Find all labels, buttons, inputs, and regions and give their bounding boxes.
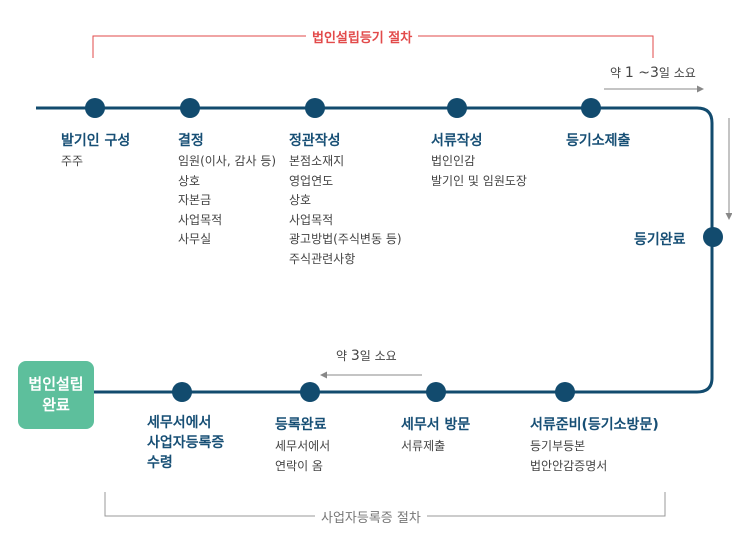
step-title-documents: 서류작성 [431, 133, 483, 149]
final-box-line2: 완료 [42, 396, 70, 414]
bottom-bracket-label: 사업자등록증 절차 [315, 507, 427, 526]
step-detail-item: 자본금 [178, 193, 212, 207]
step-detail-item: 등기부등본 [530, 439, 586, 453]
bottom-duration-arrowhead [320, 371, 327, 379]
bottom-duration-label: 약 3일 소요 [336, 347, 397, 364]
step-dot-receive-cert [172, 382, 192, 402]
duration-prefix: 약 [610, 66, 625, 80]
step-detail-item: 발기인 및 임원도장 [431, 173, 527, 188]
step-detail-item: 상호 [178, 173, 201, 188]
step-detail-item: 임원(이사, 감사 등) [178, 154, 277, 168]
step-dot-submit [581, 98, 601, 118]
top-duration-label: 약 1 ~3일 소요 [610, 64, 696, 81]
step-title-registered: 등기완료 [634, 232, 686, 248]
step-detail-item: 영업연도 [289, 173, 334, 188]
step-title-decision: 결정 [178, 133, 204, 149]
step-dot-decision [180, 98, 200, 118]
step-title-reg-complete: 등록완료 [275, 417, 327, 433]
step-title-receive-cert: 세무서에서 사업자등록증 수령 [147, 413, 224, 473]
step-details-tax-visit: 서류제출 [401, 437, 445, 457]
step-title-articles: 정관작성 [289, 133, 341, 149]
step-detail-item: 세무서에서 [275, 439, 331, 453]
duration-prefix: 약 [336, 349, 351, 363]
step-title-founders: 발기인 구성 [61, 133, 131, 149]
step-detail-item: 서류제출 [401, 439, 446, 453]
duration-suffix: 일 소요 [359, 349, 397, 363]
step-title-tax-visit: 세무서 방문 [401, 417, 471, 433]
step-details-prepare-docs: 등기부등본 법안안감증명서 [530, 437, 607, 476]
step-detail-item: 본점소재지 [289, 154, 345, 168]
right-connector [696, 106, 714, 394]
step-detail-item: 주식관련사항 [289, 251, 356, 266]
step-detail-item: 광고방법(주식변동 등) [289, 232, 402, 246]
step-detail-item: 상호 [289, 193, 312, 207]
step-title-line: 사업자등록증 [147, 435, 225, 451]
step-dot-registered [703, 227, 723, 247]
step-title-submit: 등기소제출 [566, 133, 631, 149]
step-details-reg-complete: 세무서에서 연락이 옴 [275, 437, 330, 476]
step-dot-reg-complete [300, 382, 320, 402]
final-box-line1: 법인설립 [28, 375, 84, 393]
step-detail-item: 법안안감증명서 [530, 458, 608, 473]
duration-number: 3 [350, 348, 360, 364]
step-detail-item: 법인인감 [431, 154, 476, 168]
final-complete-box: 법인설립 완료 [18, 361, 94, 429]
top-duration-arrowhead [697, 85, 704, 93]
duration-number: 1 ~3 [624, 65, 659, 81]
step-details-decision: 임원(이사, 감사 등) 상호 자본금 사업목적 사무실 [178, 152, 276, 250]
step-detail-item: 사업목적 [289, 212, 334, 227]
step-dot-articles [305, 98, 325, 118]
step-detail-item: 사업목적 [178, 212, 223, 227]
duration-suffix: 일 소요 [658, 66, 696, 80]
step-dot-prepare-docs [555, 382, 575, 402]
step-details-articles: 본점소재지 영업연도 상호 사업목적 광고방법(주식변동 등) 주식관련사항 [289, 152, 402, 269]
top-bracket-label: 법인설립등기 절차 [306, 27, 419, 46]
step-details-founders: 주주 [61, 152, 83, 172]
step-dot-documents [447, 98, 467, 118]
step-title-line: 세무서에서 [147, 415, 212, 431]
side-arrowhead [725, 213, 732, 220]
step-detail-item: 연락이 옴 [275, 458, 323, 473]
step-title-line: 수령 [147, 455, 173, 471]
step-dot-founders [85, 98, 105, 118]
step-detail-item: 사무실 [178, 232, 212, 246]
step-title-prepare-docs: 서류준비(등기소방문) [530, 417, 659, 433]
step-details-documents: 법인인감 발기인 및 임원도장 [431, 152, 527, 191]
step-dot-tax-visit [426, 382, 446, 402]
step-detail-item: 주주 [61, 154, 84, 168]
